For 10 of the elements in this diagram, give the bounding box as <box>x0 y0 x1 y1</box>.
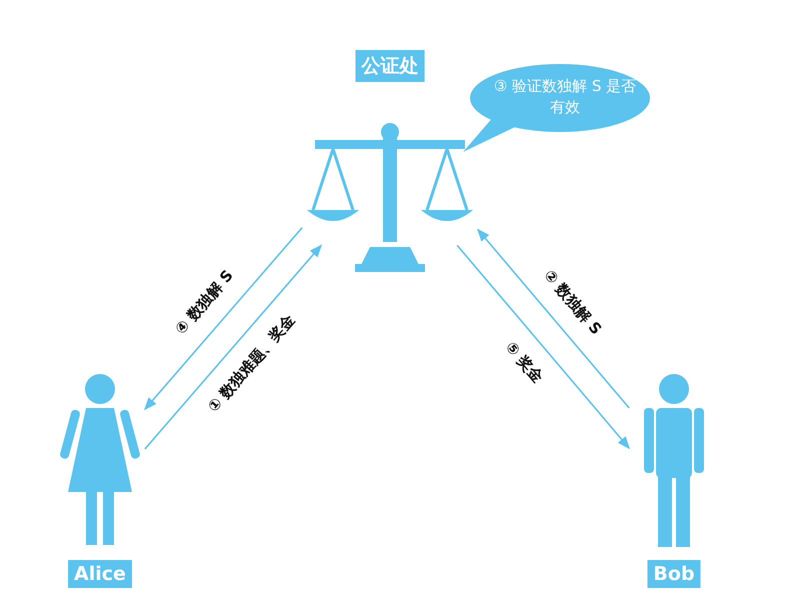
arrow <box>456 244 630 450</box>
name-label: 公证处 <box>356 50 424 82</box>
arrow <box>144 244 322 450</box>
edge-label: ② 数独解 S <box>540 266 606 340</box>
arrow <box>144 227 303 410</box>
name-label: Alice <box>68 560 132 588</box>
bubble-text: ③ 验证数独解 S 是否有效 <box>492 76 638 118</box>
edge-label: ⑤ 奖金 <box>502 338 548 388</box>
name-label: Bob <box>647 560 701 588</box>
arrow <box>477 228 630 409</box>
